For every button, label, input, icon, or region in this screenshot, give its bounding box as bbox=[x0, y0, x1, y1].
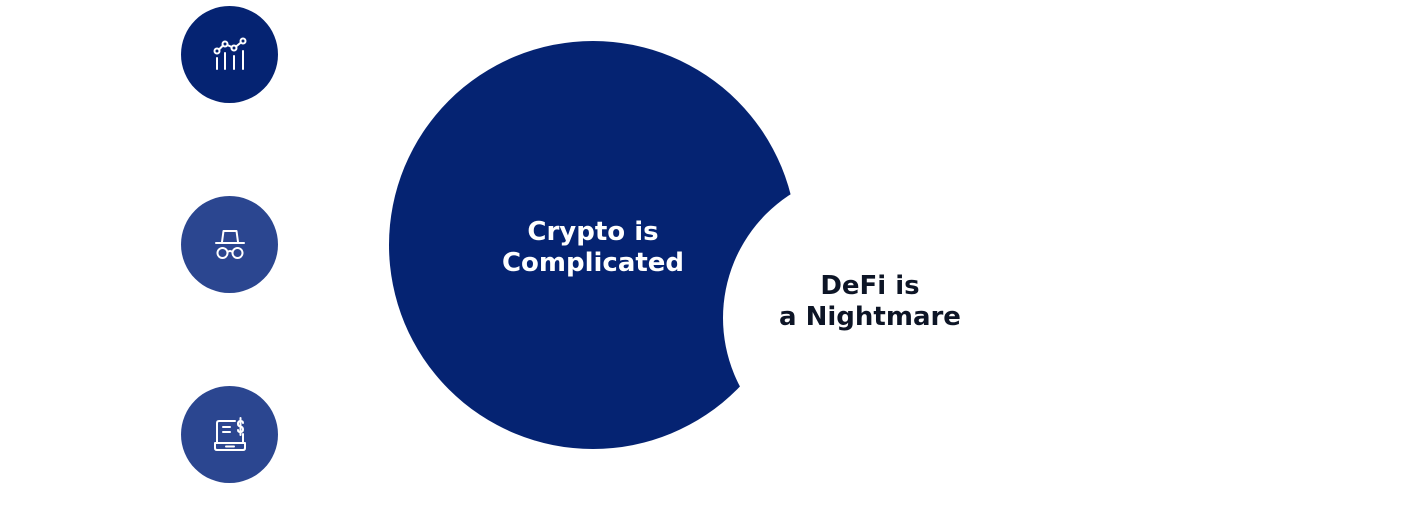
secondary-circle-label: DeFi is a Nightmare bbox=[760, 271, 980, 333]
secondary-label-line2: a Nightmare bbox=[779, 302, 961, 332]
incognito-icon-circle bbox=[181, 196, 278, 293]
incognito-spy-icon bbox=[214, 229, 245, 259]
primary-label-line1: Crypto is bbox=[527, 217, 659, 247]
primary-label-line2: Complicated bbox=[501, 248, 685, 278]
primary-circle-label: Crypto is Complicated bbox=[482, 217, 704, 279]
primary-circle bbox=[389, 41, 797, 449]
secondary-label-line1: DeFi is bbox=[820, 271, 920, 301]
laptop-payment-icon bbox=[213, 416, 246, 451]
analytics-icon-circle bbox=[181, 6, 278, 103]
analytics-chart-icon bbox=[213, 37, 246, 70]
payment-icon-circle bbox=[181, 386, 278, 483]
